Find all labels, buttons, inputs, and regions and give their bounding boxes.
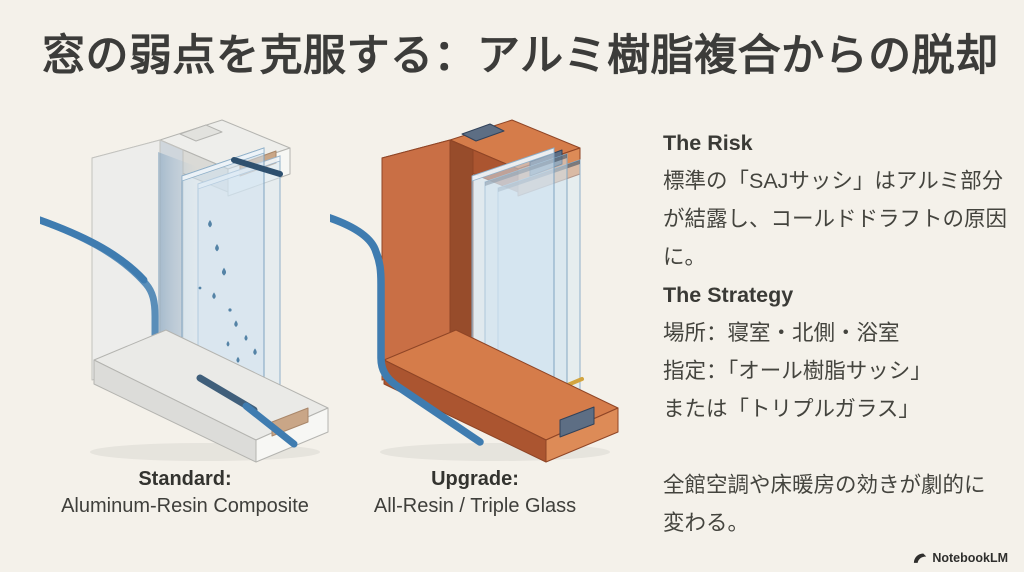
upgrade-caption-subtitle: All-Resin / Triple Glass [373,495,577,517]
upgrade-caption: Upgrade: All-Resin / Triple Glass [330,466,620,520]
conclusion-line: 全館空調や床暖房の効きが劇的に [663,473,986,497]
thermal-bridge-head [231,157,283,177]
strategy-line: 指定：「オール樹脂サッシ」 [663,359,932,383]
notebooklm-watermark: NotebookLM [912,551,1008,565]
slide-title: 窓の弱点を克服する：アルミ樹脂複合からの脱却 [42,33,999,80]
upgrade-window-illustration [330,119,619,463]
standard-caption-subtitle: Aluminum-Resin Composite [61,495,309,517]
standard-caption: Standard: Aluminum-Resin Composite [40,466,330,520]
conclusion-line: 変わる。 [663,511,750,535]
cold-draft-exit [242,402,298,448]
condensation-droplets [198,220,257,367]
risk-line: に。 [663,245,707,269]
spacer [663,428,1015,466]
notebooklm-label: NotebookLM [932,551,1008,565]
standard-window-illustration [40,119,329,463]
frame-sill [383,329,619,463]
risk-heading: The Risk [663,131,753,155]
notebooklm-icon [914,553,927,563]
upgrade-window-figure [330,112,620,464]
standard-window-figure [40,112,330,464]
text-column: The Risk 標準の「SAJサッシ」はアルミ部分 が結露し、コールドドラフト… [663,124,1015,542]
risk-line: 標準の「SAJサッシ」はアルミ部分 [663,169,1004,193]
upgrade-caption-title: Upgrade: [431,468,519,490]
strategy-line: または「トリプルガラス」 [663,397,920,421]
cold-draft-line-deflected [330,214,484,446]
cold-draft-entry [40,216,148,284]
strategy-heading: The Strategy [663,283,794,307]
risk-line: が結露し、コールドドラフトの原因 [663,207,1008,231]
strategy-line: 場所：寝室・北側・浴室 [663,321,900,345]
triple-glass-panes [471,147,584,409]
frame-jamb [381,139,474,381]
standard-caption-title: Standard: [138,468,232,490]
